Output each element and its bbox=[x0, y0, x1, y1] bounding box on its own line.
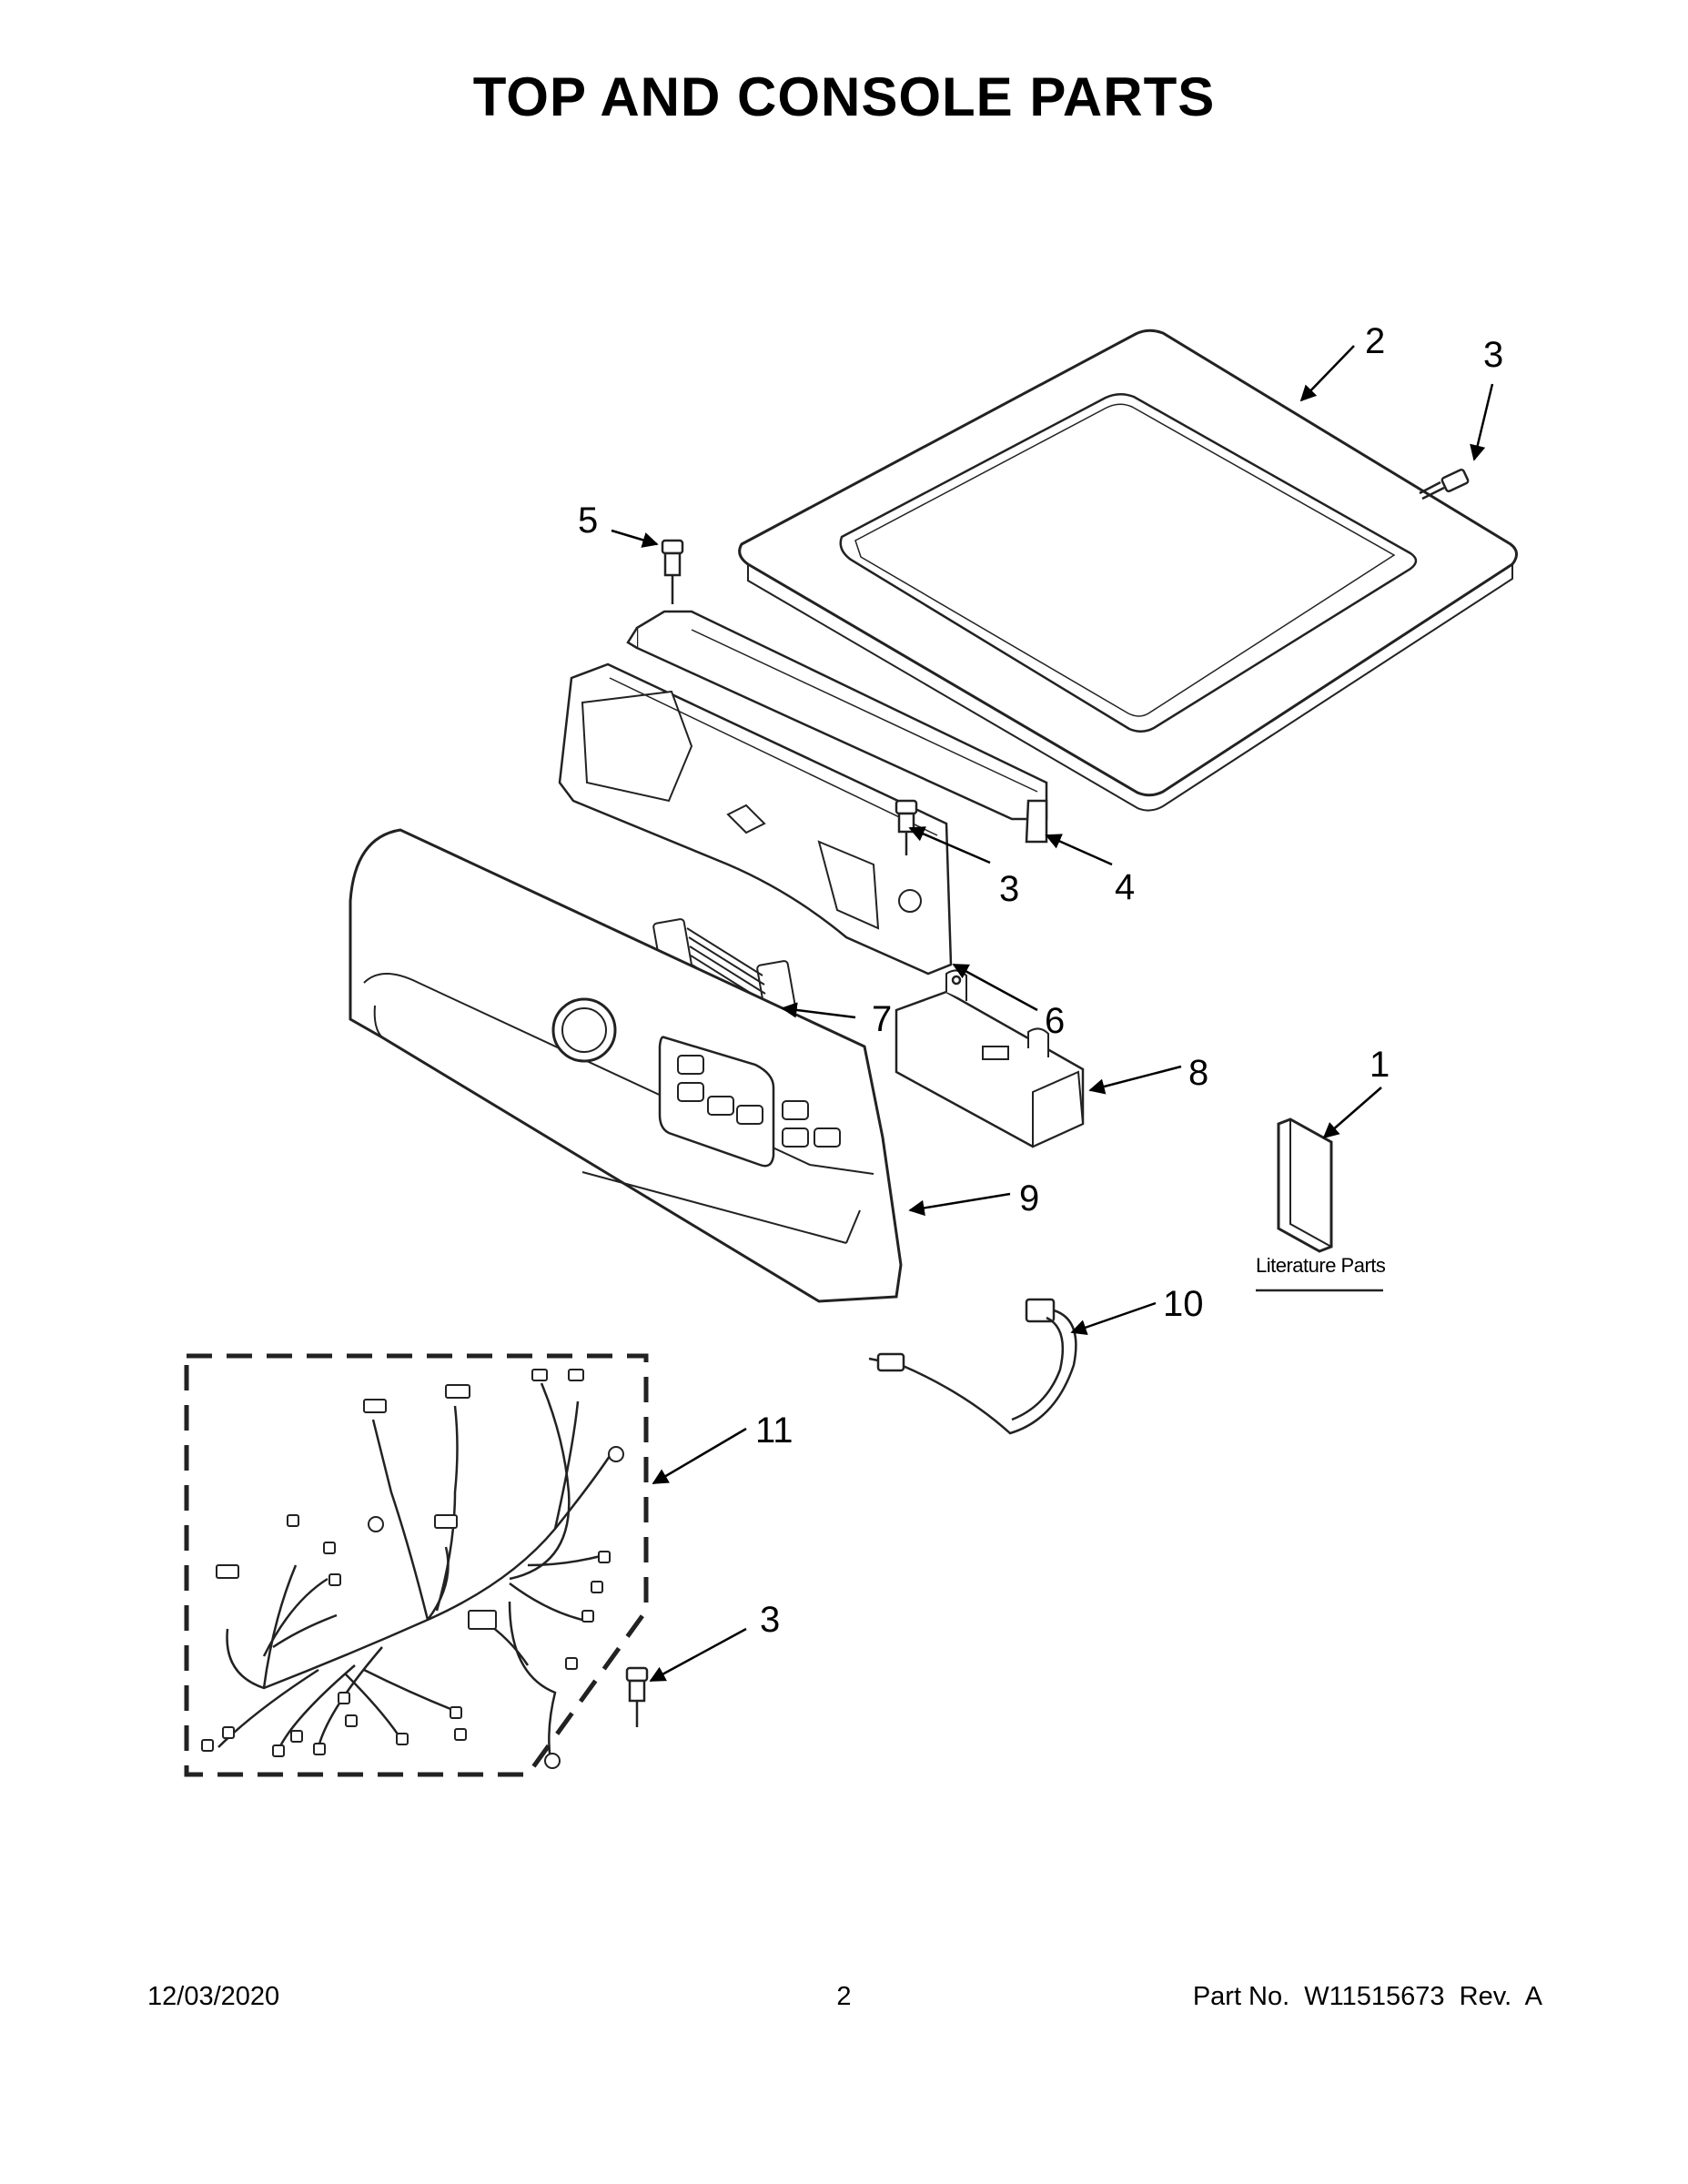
control-board bbox=[895, 969, 1085, 1148]
control-bracket bbox=[626, 610, 1048, 844]
callout-11: 11 bbox=[755, 1410, 793, 1451]
literature-parts bbox=[1256, 1117, 1383, 1292]
footer-page-number: 2 bbox=[836, 1982, 852, 2011]
power-connector bbox=[868, 1298, 1077, 1435]
callout-6: 6 bbox=[1045, 1001, 1065, 1041]
console-panel bbox=[349, 828, 903, 1303]
console-frame bbox=[558, 662, 953, 976]
callout-7: 7 bbox=[872, 999, 892, 1039]
callout-9: 9 bbox=[1019, 1178, 1039, 1218]
callout-3-bottom: 3 bbox=[760, 1600, 780, 1640]
callout-3-mid: 3 bbox=[999, 869, 1019, 909]
callout-3-top: 3 bbox=[1483, 335, 1503, 375]
callout-2-top: 2 bbox=[1365, 321, 1385, 361]
top-panel bbox=[738, 329, 1518, 812]
callout-1: 1 bbox=[1370, 1045, 1390, 1085]
page-title: TOP AND CONSOLE PARTS bbox=[472, 66, 1216, 127]
leader-arrows bbox=[611, 345, 1494, 1683]
callout-8: 8 bbox=[1188, 1053, 1208, 1093]
callout-5: 5 bbox=[578, 500, 598, 541]
literature-parts-label: Literature Parts bbox=[1256, 1254, 1386, 1277]
main-wire-harness bbox=[184, 1353, 649, 1777]
callout-10: 10 bbox=[1163, 1284, 1204, 1324]
screw-5 bbox=[661, 539, 684, 604]
callout-4: 4 bbox=[1115, 867, 1135, 907]
footer-part-number: Part No. W11515673 Rev. A bbox=[1192, 1982, 1542, 2011]
screw-bottom bbox=[625, 1666, 649, 1727]
top-screw bbox=[1419, 468, 1470, 500]
footer-date: 12/03/2020 bbox=[147, 1982, 280, 2011]
